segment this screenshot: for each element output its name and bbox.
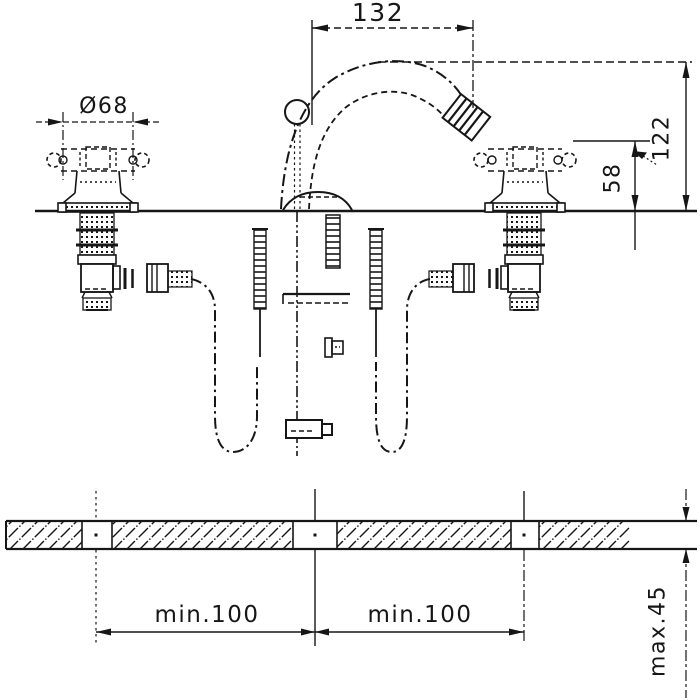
slab-hatch-3: [337, 521, 511, 549]
front-elevation-view: 132 Ø68 122 58: [35, 0, 697, 459]
slab-hatch-2: [112, 521, 293, 549]
mounting-holes: [81, 521, 540, 549]
left-valve: [76, 212, 193, 311]
dim-spout-height: 122: [378, 61, 692, 211]
spout-base-dome: [282, 190, 353, 211]
right-handle-base-ring: [486, 202, 564, 213]
left-valve-shank: [79, 212, 115, 256]
left-supply-hose: [190, 278, 258, 454]
dim-handle-diameter: Ø68: [36, 94, 160, 180]
left-handle-base-ring: [59, 202, 137, 213]
threaded-stud: [325, 214, 341, 269]
aerator-outlet: [441, 92, 492, 142]
dim-spout-reach: 132: [311, 0, 474, 125]
right-valve-body: [507, 263, 541, 293]
dim-text-122: 122: [650, 115, 675, 162]
left-valve-body: [80, 263, 114, 293]
left-hose-end: [167, 270, 193, 288]
slab-hatch-4: [539, 521, 630, 549]
spout: [280, 60, 492, 211]
left-nipple: [253, 228, 267, 310]
right-supply-hose: [375, 278, 431, 454]
dim-outlet-height: 58: [573, 140, 650, 250]
right-handle: [473, 146, 577, 213]
right-valve-nut: [504, 254, 544, 265]
center-connection-nipples: [252, 228, 384, 357]
lever-joint-clamp: [285, 419, 333, 439]
right-valve-cap: [509, 297, 539, 311]
left-valve-cap: [82, 297, 112, 311]
popup-mechanism: [282, 214, 350, 439]
dim-text-58: 58: [601, 163, 626, 194]
slab-hatch-1: [6, 521, 82, 549]
dim-text-min100-right: min.100: [367, 602, 472, 628]
dim-text-d68: Ø68: [79, 94, 129, 119]
dim-text-min100-left: min.100: [154, 602, 259, 628]
left-handle: [46, 146, 150, 213]
dim-deck-thickness: max.45: [646, 507, 690, 677]
rod-clamp: [324, 337, 344, 358]
left-valve-nut: [77, 254, 117, 265]
dim-text-132: 132: [352, 0, 404, 27]
right-hose-end: [428, 270, 454, 288]
deck-section-view: min.100 min.100 max.45: [5, 489, 697, 698]
popup-knob: [284, 99, 310, 125]
right-valve-shank: [506, 212, 542, 256]
dim-hole-spacing: min.100 min.100: [96, 602, 524, 636]
right-nipple: [369, 228, 383, 310]
popup-knob-and-rod: [284, 99, 310, 459]
spout-inner-profile: [308, 90, 449, 210]
right-valve: [428, 212, 545, 311]
dim-text-max45: max.45: [646, 585, 671, 677]
spout-outer-profile: [280, 60, 465, 210]
